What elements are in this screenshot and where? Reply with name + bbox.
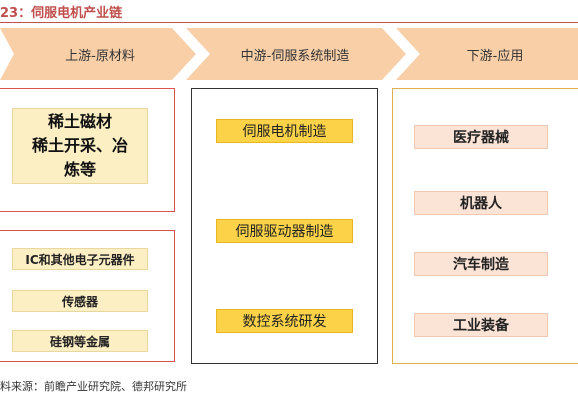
stage-label-downstream: 下游-应用 — [466, 49, 524, 64]
downstream-item-robot: 机器人 — [414, 191, 548, 215]
rare-earth-line-2: 稀土开采、冶 — [31, 136, 128, 155]
stage-label-midstream: 中游-伺服系统制造 — [240, 49, 350, 64]
title-underline — [0, 22, 578, 23]
rare-earth-line-1: 稀土磁材 — [47, 112, 112, 131]
downstream-item-industrial: 工业装备 — [414, 313, 548, 337]
upstream-item-sensor: 传感器 — [12, 290, 148, 312]
stage-banner — [0, 28, 578, 80]
downstream-item-medical: 医疗器械 — [414, 125, 548, 149]
stage-arrow-upstream — [0, 28, 196, 80]
downstream-item-auto: 汽车制造 — [414, 252, 548, 276]
midstream-item-cnc: 数控系统研发 — [216, 309, 353, 333]
upstream-rare-earth-block: 稀土磁材 稀土开采、冶 炼等 — [12, 108, 148, 184]
midstream-item-driver: 伺服驱动器制造 — [216, 219, 353, 243]
rare-earth-line-3: 炼等 — [63, 160, 96, 179]
stage-arrow-downstream — [396, 28, 578, 80]
stage-label-upstream: 上游-原材料 — [65, 49, 135, 64]
figure-source: 料来源：前瞻产业研究院、德邦研究所 — [0, 380, 187, 393]
upstream-item-electronics: IC和其他电子元器件 — [12, 248, 148, 270]
figure-title: 23：伺服电机产业链 — [0, 6, 123, 21]
upstream-item-metal: 硅钢等金属 — [12, 330, 148, 352]
midstream-item-motor: 伺服电机制造 — [216, 119, 353, 143]
stage-arrow-midstream — [186, 28, 406, 80]
